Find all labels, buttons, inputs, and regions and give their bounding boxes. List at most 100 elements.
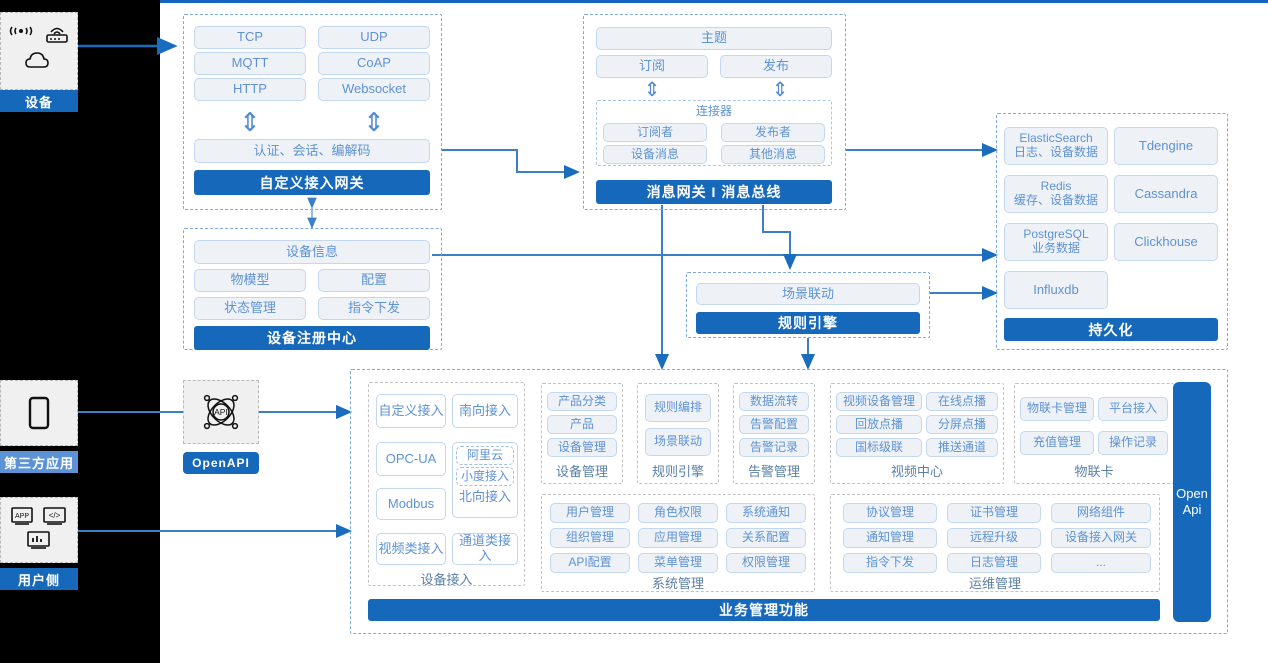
item-platform-access[interactable]: 平台接入 [1098, 397, 1168, 421]
store-name: Tdengine [1138, 137, 1194, 153]
item-device-management[interactable]: 设备管理 [547, 438, 617, 457]
custom-access-gateway-bar[interactable]: 自定义接入网关 [194, 170, 430, 195]
item-split-screen-vod[interactable]: 分屏点播 [926, 415, 998, 434]
open-api-side-label: Open Api [1176, 485, 1208, 517]
item-product[interactable]: 产品 [547, 415, 617, 434]
thing-model-chip[interactable]: 物模型 [194, 269, 306, 292]
protocol-tcp[interactable]: TCP [194, 26, 306, 49]
item-notice-management[interactable]: 通知管理 [843, 528, 937, 548]
connector-publisher[interactable]: 发布者 [721, 123, 825, 142]
connector-subscriber[interactable]: 订阅者 [603, 123, 707, 142]
connector-device-message[interactable]: 设备消息 [603, 145, 707, 164]
store-elasticsearch[interactable]: ElasticSearch 日志、设备数据 [1004, 127, 1108, 165]
status-management-chip[interactable]: 状态管理 [194, 297, 306, 320]
store-clickhouse[interactable]: Clickhouse [1114, 223, 1218, 261]
item-more[interactable]: ... [1051, 553, 1151, 573]
top-accent-line [160, 0, 1268, 3]
open-api-side-bar[interactable]: Open Api [1173, 382, 1211, 622]
store-influxdb[interactable]: Influxdb [1004, 271, 1108, 309]
item-command-dispatch[interactable]: 指令下发 [843, 553, 937, 573]
store-name: ElasticSearch [1019, 131, 1093, 146]
group-title-rule-engine: 规则引擎 [651, 463, 704, 479]
protocol-mqtt[interactable]: MQTT [194, 52, 306, 75]
group-system-management [541, 494, 815, 592]
item-permission-management[interactable]: 权限管理 [726, 553, 806, 573]
gateway-auth-session-codec[interactable]: 认证、会话、编解码 [194, 139, 430, 163]
item-protocol-management[interactable]: 协议管理 [843, 503, 937, 523]
protocol-websocket[interactable]: Websocket [318, 78, 430, 101]
topic-chip[interactable]: 主题 [596, 27, 832, 50]
device-icons [9, 26, 68, 68]
connector-other-message[interactable]: 其他消息 [721, 145, 825, 164]
device-access-opcua[interactable]: OPC-UA [376, 442, 446, 476]
item-operation-record[interactable]: 操作记录 [1098, 431, 1168, 455]
item-gb-cascade[interactable]: 国标级联 [836, 438, 922, 457]
subscribe-chip[interactable]: 订阅 [596, 55, 708, 78]
item-org-management[interactable]: 组织管理 [550, 528, 630, 548]
group-title-device-management: 设备管理 [555, 463, 608, 479]
device-access-title: 设备接入 [420, 571, 473, 587]
device-access-modbus[interactable]: Modbus [376, 488, 446, 520]
northbound-nested-xiaodu[interactable]: 小度接入 [456, 467, 514, 486]
item-online-vod[interactable]: 在线点播 [926, 392, 998, 411]
persistence-bar[interactable]: 持久化 [1004, 318, 1218, 341]
connector-panel [596, 100, 832, 166]
item-log-management[interactable]: 日志管理 [947, 553, 1041, 573]
item-menu-management[interactable]: 菜单管理 [638, 553, 718, 573]
item-api-config[interactable]: API配置 [550, 553, 630, 573]
item-device-access-gateway[interactable]: 设备接入网关 [1051, 528, 1151, 548]
item-push-channel[interactable]: 推送通道 [926, 438, 998, 457]
item-playback-vod[interactable]: 回放点播 [836, 415, 922, 434]
item-relation-config[interactable]: 关系配置 [726, 528, 806, 548]
item-scene-linkage[interactable]: 场景联动 [645, 428, 711, 456]
device-access-channel[interactable]: 通道类接入 [452, 533, 518, 565]
item-user-management[interactable]: 用户管理 [550, 503, 630, 523]
message-gateway-bar[interactable]: 消息网关 I 消息总线 [596, 180, 832, 204]
item-rule-orchestration[interactable]: 规则编排 [645, 394, 711, 422]
device-registry-bar[interactable]: 设备注册中心 [194, 326, 430, 350]
store-name: Influxdb [1033, 281, 1079, 297]
store-postgresql[interactable]: PostgreSQL 业务数据 [1004, 223, 1108, 261]
group-rule-engine [637, 383, 719, 484]
device-access-southbound[interactable]: 南向接入 [452, 394, 518, 428]
mobile-phone-icon [28, 396, 50, 430]
item-recharge-management[interactable]: 充值管理 [1020, 431, 1094, 455]
publish-chip[interactable]: 发布 [720, 55, 832, 78]
store-tdengine[interactable]: Tdengine [1114, 127, 1218, 165]
item-alarm-record[interactable]: 告警记录 [739, 438, 809, 457]
item-system-notice[interactable]: 系统通知 [726, 503, 806, 523]
item-app-management[interactable]: 应用管理 [638, 528, 718, 548]
store-redis[interactable]: Redis 缓存、设备数据 [1004, 175, 1108, 213]
item-video-device-management[interactable]: 视频设备管理 [836, 392, 922, 411]
device-info-chip[interactable]: 设备信息 [194, 240, 430, 264]
protocol-coap[interactable]: CoAP [318, 52, 430, 75]
scene-linkage-chip[interactable]: 场景联动 [696, 283, 920, 305]
device-access-custom[interactable]: 自定义接入 [376, 394, 446, 428]
device-access-northbound[interactable]: 阿里云 小度接入 北向接入 [452, 442, 518, 518]
business-management-bar[interactable]: 业务管理功能 [368, 599, 1160, 621]
item-data-flow[interactable]: 数据流转 [739, 392, 809, 411]
device-access-video[interactable]: 视频类接入 [376, 533, 446, 565]
item-network-component[interactable]: 网络组件 [1051, 503, 1151, 523]
gateway-updown-arrow-left: ⇕ [239, 107, 261, 137]
store-cassandra[interactable]: Cassandra [1114, 175, 1218, 213]
item-iot-card-management[interactable]: 物联卡管理 [1020, 397, 1094, 421]
svg-text:</>: </> [49, 511, 61, 520]
config-chip[interactable]: 配置 [318, 269, 430, 292]
item-certificate-management[interactable]: 证书管理 [947, 503, 1041, 523]
item-alarm-config[interactable]: 告警配置 [739, 415, 809, 434]
item-product-category[interactable]: 产品分类 [547, 392, 617, 411]
store-name: Cassandra [1134, 185, 1198, 201]
rail-label-third-party-app: 第三方应用 [0, 451, 78, 473]
store-name: PostgreSQL [1023, 227, 1089, 242]
protocol-udp[interactable]: UDP [318, 26, 430, 49]
northbound-nested-aliyun[interactable]: 阿里云 [456, 446, 514, 465]
openapi-badge[interactable]: OpenAPI [183, 452, 259, 474]
rule-engine-bar[interactable]: 规则引擎 [696, 312, 920, 334]
openapi-card: API [183, 380, 259, 444]
protocol-http[interactable]: HTTP [194, 78, 306, 101]
item-remote-upgrade[interactable]: 远程升级 [947, 528, 1041, 548]
command-dispatch-chip[interactable]: 指令下发 [318, 297, 430, 320]
store-name: Clickhouse [1134, 233, 1198, 249]
item-role-permission[interactable]: 角色权限 [638, 503, 718, 523]
